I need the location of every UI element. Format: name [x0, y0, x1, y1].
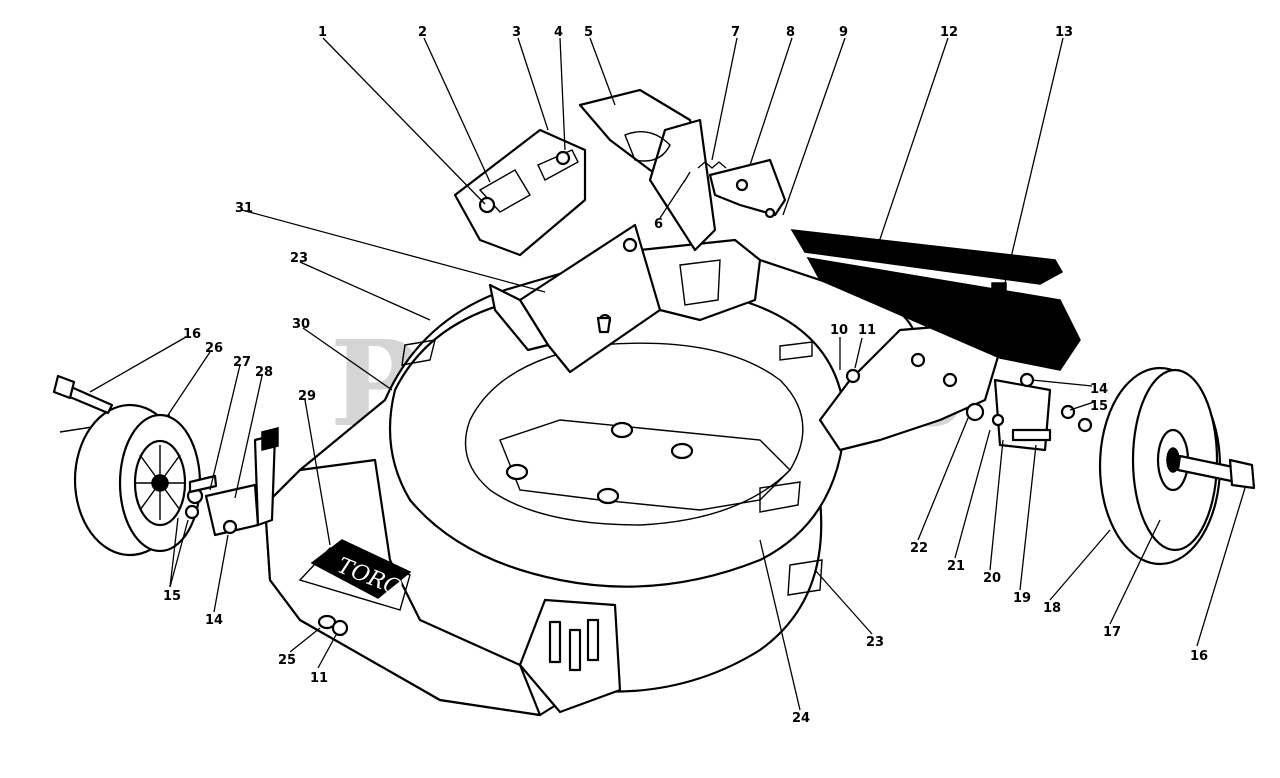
callout-21: 21 [947, 559, 965, 574]
callout-25: 25 [278, 653, 296, 668]
cable-plate [708, 158, 787, 219]
left-height-bracket [184, 427, 279, 537]
callout-22: 22 [910, 541, 928, 556]
callout-28: 28 [255, 365, 273, 380]
callout-15a: 15 [1090, 399, 1108, 414]
callout-23a: 23 [290, 251, 308, 266]
right-wheel [1098, 366, 1222, 566]
callout-30: 30 [292, 317, 310, 332]
deck-housing [263, 238, 1002, 717]
callout-7: 7 [731, 25, 740, 40]
callout-24: 24 [792, 711, 810, 726]
callout-8: 8 [786, 25, 795, 40]
bail-lever-assembly [578, 88, 717, 252]
callout-27: 27 [233, 355, 251, 370]
callout-26: 26 [205, 341, 223, 356]
callout-3: 3 [512, 25, 521, 40]
left-wheel-bolt [52, 374, 114, 415]
callout-1: 1 [318, 25, 327, 40]
callout-31: 31 [235, 201, 253, 216]
callout-12: 12 [940, 25, 958, 40]
callout-11a: 11 [858, 323, 876, 338]
callout-14b: 14 [205, 613, 223, 628]
control-panel [453, 128, 587, 257]
leader-lines [89, 37, 1246, 711]
callout-5: 5 [584, 25, 593, 40]
left-wheel [59, 403, 202, 557]
callout-18: 18 [1043, 601, 1061, 616]
callout-6: 6 [654, 217, 663, 232]
callout-17: 17 [1103, 625, 1121, 640]
callout-19: 19 [1013, 591, 1031, 606]
callout-13: 13 [1055, 25, 1073, 40]
callout-23b: 23 [866, 635, 884, 650]
throttle-bracket [488, 223, 662, 374]
callout-2: 2 [418, 25, 427, 40]
spring [697, 161, 727, 169]
callout-4: 4 [554, 25, 563, 40]
callout-10: 10 [830, 323, 848, 338]
callout-15b: 15 [163, 589, 181, 604]
callout-16a: 16 [183, 327, 201, 342]
right-axle-parts [965, 372, 1093, 452]
callout-14a: 14 [1090, 382, 1108, 397]
callout-16b: 16 [1190, 649, 1208, 664]
callout-29: 29 [298, 389, 316, 404]
callout-11b: 11 [310, 671, 328, 686]
bolt [596, 316, 612, 334]
center-nut [845, 368, 861, 384]
nut [331, 619, 349, 637]
handle-bar [790, 229, 1081, 371]
callout-20: 20 [983, 571, 1001, 586]
right-wheel-bolt [1176, 454, 1256, 490]
callout-9: 9 [839, 25, 848, 40]
callouts: 1 2 3 4 5 6 7 8 9 10 11 11 12 13 14 14 1… [163, 25, 1208, 726]
handle-clip [991, 282, 1007, 300]
